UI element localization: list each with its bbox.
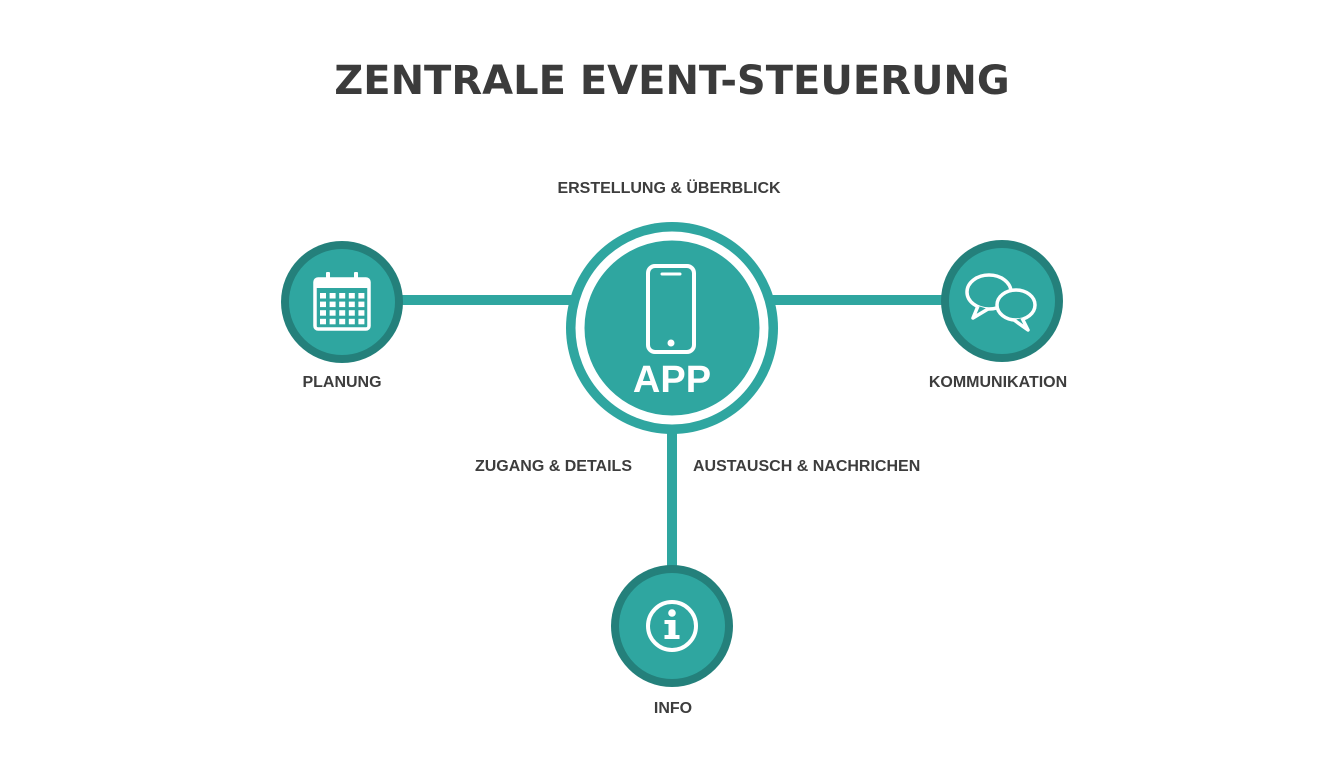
calendar-day-cell (329, 310, 336, 316)
calendar-icon (313, 272, 371, 331)
info-icon (646, 600, 698, 652)
calendar-day-cell (358, 301, 365, 308)
calendar-day-cell (329, 318, 336, 325)
calendar-day-cell (339, 318, 346, 325)
calendar-day-cell (329, 301, 336, 308)
node-label-info: INFO (653, 700, 693, 717)
calendar-day-cell (358, 293, 365, 299)
calendar-day-cell (348, 318, 355, 325)
calendar-day-cell (320, 301, 326, 308)
calendar-day-cell (358, 318, 365, 325)
edge-label-bottom-left: ZUGANG & DETAILS (474, 458, 632, 475)
calendar-day-cell (348, 301, 355, 308)
node-label-kommunikation: KOMMUNIKATION (928, 374, 1068, 391)
node-planung[interactable] (281, 241, 403, 363)
calendar-day-cell (339, 301, 346, 308)
calendar-day-cell (339, 293, 346, 299)
calendar-day-cell (348, 293, 355, 299)
calendar-day-cell (320, 310, 326, 316)
calendar-day-cell (320, 293, 326, 299)
app-hub[interactable]: APP (566, 222, 778, 434)
calendar-day-cell (339, 310, 346, 316)
node-info[interactable] (611, 565, 733, 687)
node-kommunikation[interactable] (941, 240, 1063, 362)
edge-label-top: ERSTELLUNG & ÜBERBLICK (557, 180, 781, 197)
calendar-day-cell (358, 310, 365, 316)
calendar-day-cell (320, 318, 326, 325)
edge-label-bottom-right: AUSTAUSCH & NACHRICHEN (693, 458, 921, 475)
app-label: APP (633, 359, 711, 401)
page-title: ZENTRALE EVENT-STEUERUNG (334, 58, 1010, 104)
calendar-day-cell (348, 310, 355, 316)
calendar-day-cell (329, 293, 336, 299)
speech-bubbles-icon (965, 273, 1037, 332)
node-label-planung: PLANUNG (302, 374, 382, 391)
smartphone-icon (646, 264, 696, 354)
